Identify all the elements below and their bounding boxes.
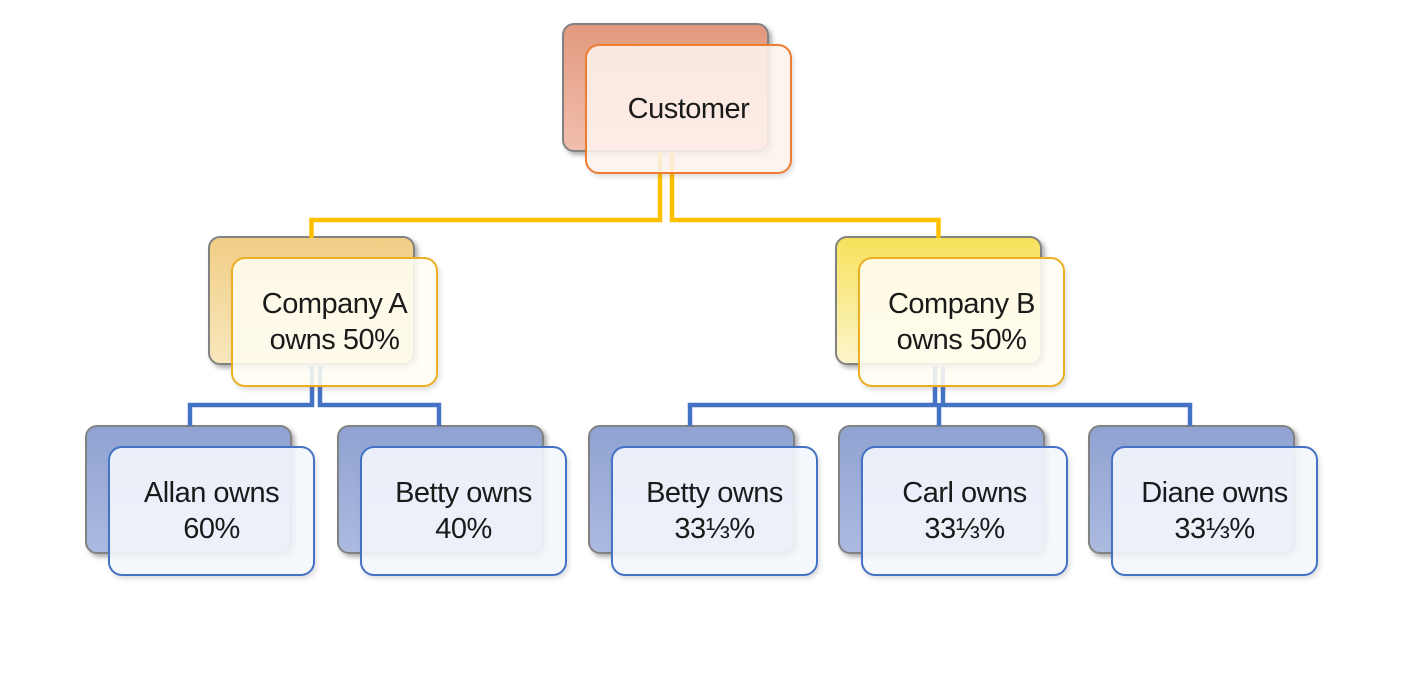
node-company-b[interactable]: Company B owns 50% — [835, 236, 1065, 388]
node-betty-a[interactable]: Betty owns 40% — [337, 425, 567, 577]
node-label: Customer — [627, 93, 750, 125]
node-company-a[interactable]: Company A owns 50% — [208, 236, 438, 388]
node-label: Diane owns 33⅓% — [1141, 477, 1288, 545]
node-betty-b[interactable]: Betty owns 33⅓% — [588, 425, 818, 577]
node-front-panel: Company B owns 50% — [858, 257, 1065, 387]
node-label: Company B owns 50% — [887, 288, 1036, 356]
node-front-panel: Customer — [585, 44, 792, 174]
node-label: Allan owns 60% — [143, 477, 280, 545]
node-label: Carl owns 33⅓% — [902, 477, 1027, 545]
node-front-panel: Betty owns 33⅓% — [611, 446, 818, 576]
node-front-panel: Company A owns 50% — [231, 257, 438, 387]
node-front-panel: Allan owns 60% — [108, 446, 315, 576]
connector-customer-to-company-b[interactable] — [669, 152, 941, 238]
node-diane[interactable]: Diane owns 33⅓% — [1088, 425, 1318, 577]
node-customer[interactable]: Customer — [562, 23, 792, 175]
node-front-panel: Carl owns 33⅓% — [861, 446, 1068, 576]
node-label: Betty owns 40% — [395, 477, 532, 545]
node-label: Betty owns 33⅓% — [646, 477, 783, 545]
node-label: Company A owns 50% — [261, 288, 408, 356]
node-allan[interactable]: Allan owns 60% — [85, 425, 315, 577]
node-carl[interactable]: Carl owns 33⅓% — [838, 425, 1068, 577]
node-front-panel: Diane owns 33⅓% — [1111, 446, 1318, 576]
node-front-panel: Betty owns 40% — [360, 446, 567, 576]
connector-customer-to-company-a[interactable] — [309, 152, 663, 238]
